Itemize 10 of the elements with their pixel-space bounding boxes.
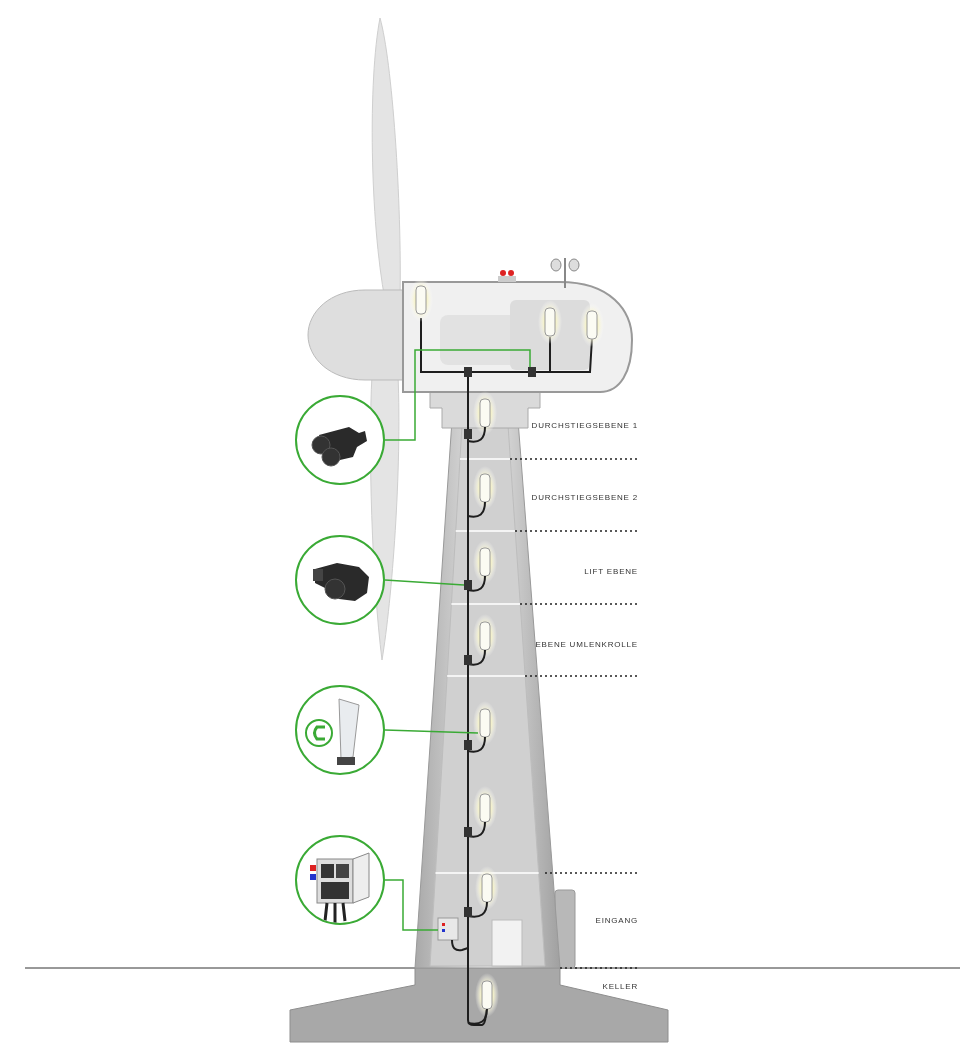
level-label: EBENE UMLENKROLLE <box>535 640 638 649</box>
level-label: KELLER <box>602 982 638 991</box>
level-label: DURCHSTIEGSEBENE 2 <box>531 493 638 502</box>
leader-line <box>384 349 531 441</box>
leader-line <box>384 579 465 586</box>
level-label: DURCHSTIEGSEBENE 1 <box>531 421 638 430</box>
leader-line <box>384 879 439 931</box>
leader-line <box>384 729 479 734</box>
level-label: LIFT EBENE <box>584 567 638 576</box>
level-label: EINGANG <box>595 916 638 925</box>
